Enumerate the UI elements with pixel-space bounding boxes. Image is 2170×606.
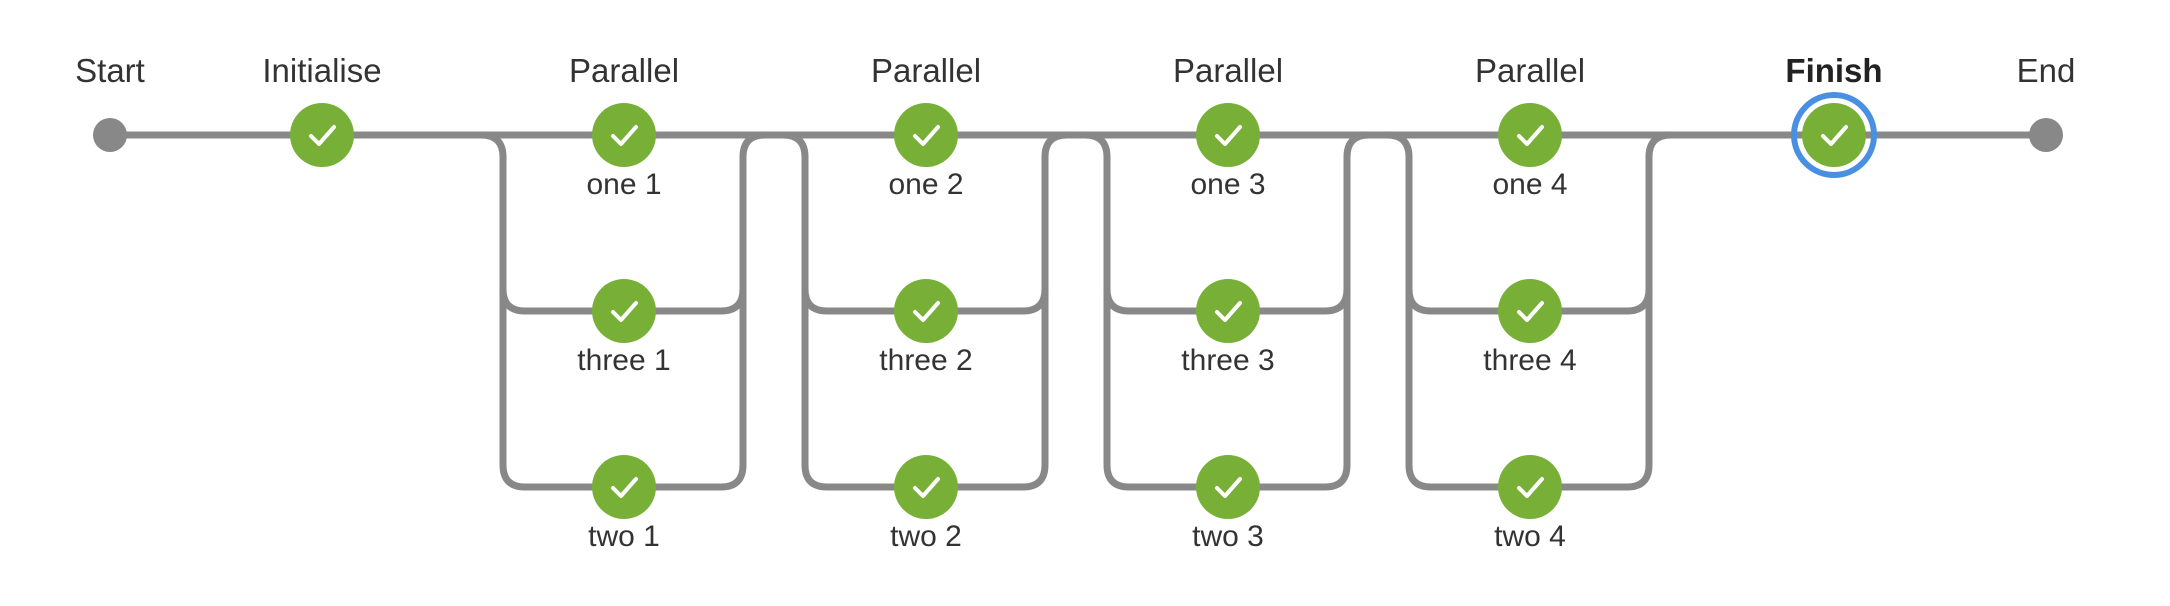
stage-title-finish: Finish bbox=[1785, 52, 1882, 89]
split-branch-3 bbox=[1103, 288, 1130, 315]
branch-node-one-1[interactable] bbox=[592, 103, 656, 167]
branch-label-one-1: one 1 bbox=[586, 168, 661, 201]
status-success-indicator bbox=[592, 455, 656, 519]
branch-node-two-4[interactable] bbox=[1498, 455, 1562, 519]
status-success-indicator bbox=[290, 103, 354, 167]
status-success-indicator bbox=[1498, 455, 1562, 519]
checkmark-icon bbox=[309, 125, 336, 146]
branch-label-three-3: three 3 bbox=[1181, 344, 1274, 377]
join-rail-2 bbox=[1022, 131, 1068, 491]
end-label: End bbox=[2017, 52, 2076, 89]
split-branch-4 bbox=[1405, 288, 1432, 315]
checkmark-icon bbox=[913, 477, 940, 498]
stage-title-parallel-3: Parallel bbox=[1173, 52, 1283, 89]
branch-node-one-4[interactable] bbox=[1498, 103, 1562, 167]
stage-nodes bbox=[290, 92, 1877, 519]
status-success-indicator bbox=[1196, 455, 1260, 519]
checkmark-icon bbox=[1215, 125, 1242, 146]
status-success-indicator bbox=[1802, 103, 1866, 167]
split-branch-1 bbox=[499, 288, 526, 315]
status-success-indicator bbox=[1196, 279, 1260, 343]
start-label: Start bbox=[75, 52, 145, 89]
end-terminal bbox=[2029, 118, 2063, 152]
stage-title-parallel-4: Parallel bbox=[1475, 52, 1585, 89]
branch-node-three-4[interactable] bbox=[1498, 279, 1562, 343]
join-rail-3 bbox=[1324, 131, 1370, 491]
branch-label-three-4: three 4 bbox=[1483, 344, 1576, 377]
branch-node-two-3[interactable] bbox=[1196, 455, 1260, 519]
status-success-indicator bbox=[894, 455, 958, 519]
checkmark-icon bbox=[1821, 125, 1848, 146]
branch-node-two-2[interactable] bbox=[894, 455, 958, 519]
stage-node-finish[interactable] bbox=[1791, 92, 1877, 178]
checkmark-icon bbox=[913, 125, 940, 146]
branch-label-one-2: one 2 bbox=[888, 168, 963, 201]
join-branch-2 bbox=[1022, 288, 1049, 315]
status-success-indicator bbox=[592, 103, 656, 167]
branch-node-three-3[interactable] bbox=[1196, 279, 1260, 343]
branch-label-three-2: three 2 bbox=[879, 344, 972, 377]
checkmark-icon bbox=[611, 301, 638, 322]
labels: Start End Initialise Parallel one 1 three 1 tw… bbox=[75, 52, 2075, 553]
split-rail-2 bbox=[782, 131, 828, 491]
split-rail-3 bbox=[1084, 131, 1130, 491]
status-success-indicator bbox=[894, 279, 958, 343]
stage-title-parallel-1: Parallel bbox=[569, 52, 679, 89]
status-success-indicator bbox=[1498, 103, 1562, 167]
split-branch-2 bbox=[801, 288, 828, 315]
branch-label-two-3: two 3 bbox=[1192, 520, 1264, 553]
stage-node-initialise[interactable] bbox=[290, 103, 354, 167]
branch-label-two-4: two 4 bbox=[1494, 520, 1566, 553]
branch-label-two-2: two 2 bbox=[890, 520, 962, 553]
branch-label-one-4: one 4 bbox=[1492, 168, 1567, 201]
checkmark-icon bbox=[1517, 301, 1544, 322]
checkmark-icon bbox=[1517, 125, 1544, 146]
split-rail-4 bbox=[1386, 131, 1432, 491]
start-terminal bbox=[93, 118, 127, 152]
stage-title-parallel-2: Parallel bbox=[871, 52, 981, 89]
join-rail-1 bbox=[720, 131, 766, 491]
status-success-indicator bbox=[1196, 103, 1260, 167]
checkmark-icon bbox=[611, 125, 638, 146]
branch-label-three-1: three 1 bbox=[577, 344, 670, 377]
join-rail-4 bbox=[1626, 131, 1672, 491]
selection-ring bbox=[1791, 92, 1877, 178]
status-success-indicator bbox=[1498, 279, 1562, 343]
branch-node-one-3[interactable] bbox=[1196, 103, 1260, 167]
terminals bbox=[93, 118, 2063, 152]
checkmark-icon bbox=[1215, 301, 1242, 322]
checkmark-icon bbox=[913, 301, 940, 322]
branch-node-one-2[interactable] bbox=[894, 103, 958, 167]
branch-node-three-2[interactable] bbox=[894, 279, 958, 343]
split-rail-1 bbox=[480, 131, 526, 491]
branch-label-two-1: two 1 bbox=[588, 520, 660, 553]
branch-label-one-3: one 3 bbox=[1190, 168, 1265, 201]
stage-title-initialise: Initialise bbox=[262, 52, 381, 89]
checkmark-icon bbox=[1215, 477, 1242, 498]
join-branch-1 bbox=[720, 288, 747, 315]
status-success-indicator bbox=[592, 279, 656, 343]
status-success-indicator bbox=[894, 103, 958, 167]
branch-node-two-1[interactable] bbox=[592, 455, 656, 519]
checkmark-icon bbox=[1517, 477, 1544, 498]
join-branch-4 bbox=[1626, 288, 1653, 315]
join-branch-3 bbox=[1324, 288, 1351, 315]
branch-node-three-1[interactable] bbox=[592, 279, 656, 343]
connectors bbox=[110, 131, 2046, 491]
checkmark-icon bbox=[611, 477, 638, 498]
